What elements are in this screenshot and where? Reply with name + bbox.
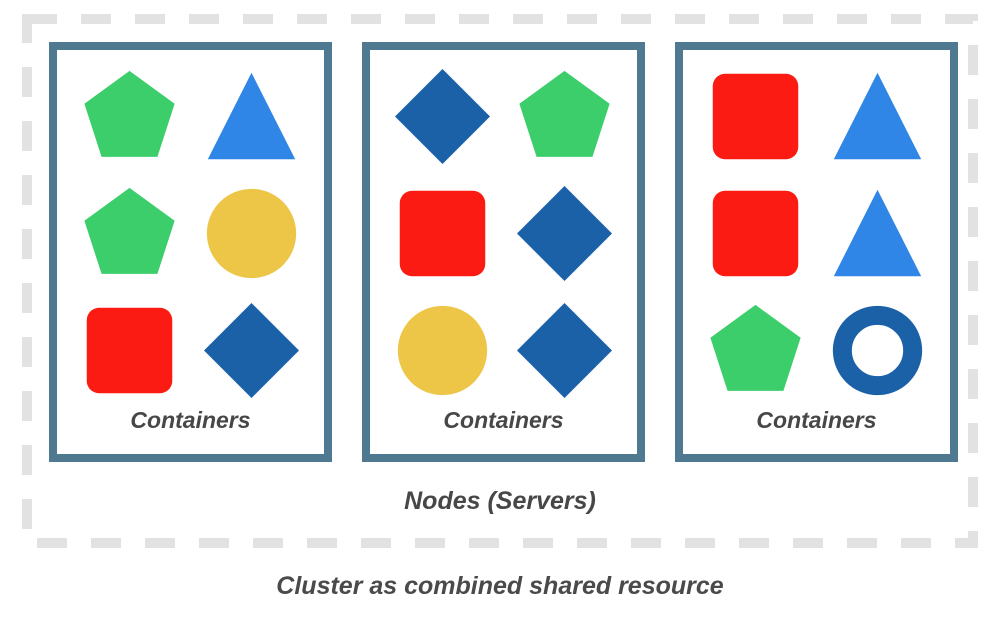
diamond-icon <box>395 68 490 164</box>
container-circle-yellow <box>202 183 302 283</box>
node-box: Containers <box>675 42 958 462</box>
square-icon <box>712 73 799 159</box>
containers-grid <box>706 66 928 400</box>
node-box: Containers <box>49 42 332 462</box>
nodes-row: Containers Containers Containers <box>22 14 978 462</box>
container-triangle-blue <box>202 66 302 166</box>
container-diamond-darkblue <box>515 300 615 400</box>
cluster-boundary: Containers Containers Containers Nodes (Se… <box>22 14 978 548</box>
container-triangle-blue <box>828 183 928 283</box>
containers-label: Containers <box>756 407 877 433</box>
cluster-dashed-border <box>22 14 978 548</box>
triangle-icon <box>833 189 922 276</box>
ring-icon <box>832 305 923 395</box>
container-ring-darkblue <box>828 300 928 400</box>
container-diamond-darkblue <box>515 183 615 283</box>
containers-label: Containers <box>443 407 564 433</box>
cluster-caption: Cluster as combined shared resource <box>276 572 724 600</box>
diamond-icon <box>204 302 299 398</box>
triangle-icon <box>207 72 296 159</box>
containers-label: Containers <box>130 407 251 433</box>
container-square-red <box>80 300 180 400</box>
square-icon <box>86 307 173 393</box>
container-pentagon-green <box>80 66 180 166</box>
pentagon-icon <box>519 70 610 157</box>
circle-icon <box>206 188 297 278</box>
square-icon <box>712 190 799 276</box>
square-icon <box>399 190 486 276</box>
triangle-icon <box>833 72 922 159</box>
container-pentagon-green <box>515 66 615 166</box>
containers-grid <box>80 66 302 400</box>
container-square-red <box>393 183 493 283</box>
circle-icon <box>397 305 488 395</box>
container-square-red <box>706 183 806 283</box>
container-square-red <box>706 66 806 166</box>
diamond-icon <box>517 302 612 398</box>
container-pentagon-green <box>80 183 180 283</box>
container-diamond-darkblue <box>202 300 302 400</box>
container-triangle-blue <box>828 66 928 166</box>
diamond-icon <box>517 185 612 281</box>
pentagon-icon <box>84 70 175 157</box>
containers-grid <box>393 66 615 400</box>
container-pentagon-green <box>706 300 806 400</box>
pentagon-icon <box>84 187 175 274</box>
pentagon-icon <box>710 304 801 391</box>
container-circle-yellow <box>393 300 493 400</box>
container-diamond-darkblue <box>393 66 493 166</box>
node-box: Containers <box>362 42 645 462</box>
nodes-label: Nodes (Servers) <box>404 487 596 515</box>
